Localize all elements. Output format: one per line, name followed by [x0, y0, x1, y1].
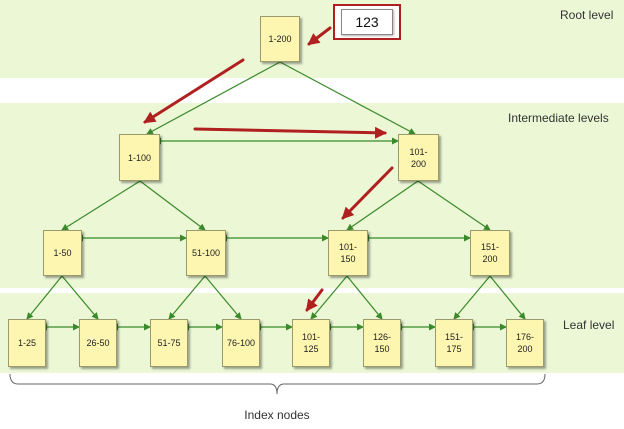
index-nodes-caption: Index nodes	[244, 408, 310, 422]
search-value: 123	[341, 9, 393, 35]
link-i2b-left	[168, 275, 206, 320]
link-root-right	[279, 61, 416, 135]
search-arrow-root-to-intermediate	[143, 58, 245, 124]
link-i1b-right	[417, 180, 491, 231]
link-i1a-right	[139, 180, 206, 231]
intermediate-node-1-50: 1-50	[43, 230, 82, 276]
link-i2a-left	[26, 275, 63, 320]
root-level-label: Root level	[560, 8, 614, 22]
leaf-node-1-25: 1-25	[8, 319, 46, 367]
root-node: 1-200	[260, 16, 300, 62]
search-arrow-to-root	[307, 26, 332, 46]
search-arrow-across-intermediate	[193, 126, 387, 139]
link-i1a-left	[61, 180, 141, 231]
intermediate-node-101-200: 101- 200	[398, 134, 439, 181]
link-i2d-left	[453, 275, 491, 320]
search-value-callout: 123	[333, 4, 401, 40]
leaf-node-76-100: 76-100	[222, 319, 260, 367]
search-arrow-to-leaf-101-125	[305, 288, 324, 312]
leaf-node-176-200: 176- 200	[506, 319, 544, 367]
intermediate-node-101-150: 101- 150	[328, 230, 368, 276]
link-i2c-right	[346, 275, 383, 320]
intermediate-node-151-200: 151- 200	[470, 230, 510, 276]
search-arrow-to-101-150	[341, 166, 394, 220]
leaf-level-label: Leaf level	[563, 318, 615, 332]
leaf-node-151-175: 151- 175	[435, 319, 473, 367]
index-nodes-brace	[9, 373, 546, 395]
leaf-node-26-50: 26-50	[79, 319, 117, 367]
intermediate-levels-label: Intermediate levels	[508, 111, 609, 125]
link-i1b-left	[346, 180, 419, 231]
leaf-node-51-75: 51-75	[150, 319, 188, 367]
link-i2b-right	[204, 275, 242, 320]
leaf-node-101-125: 101- 125	[292, 319, 330, 367]
link-i2a-right	[61, 275, 99, 320]
link-i2d-right	[489, 275, 526, 320]
intermediate-node-1-100: 1-100	[119, 134, 160, 181]
link-i2c-left	[310, 275, 348, 320]
link-root-left	[146, 61, 281, 135]
intermediate-level-band	[0, 103, 624, 288]
leaf-node-126-150: 126- 150	[363, 319, 401, 367]
intermediate-node-51-100: 51-100	[186, 230, 226, 276]
